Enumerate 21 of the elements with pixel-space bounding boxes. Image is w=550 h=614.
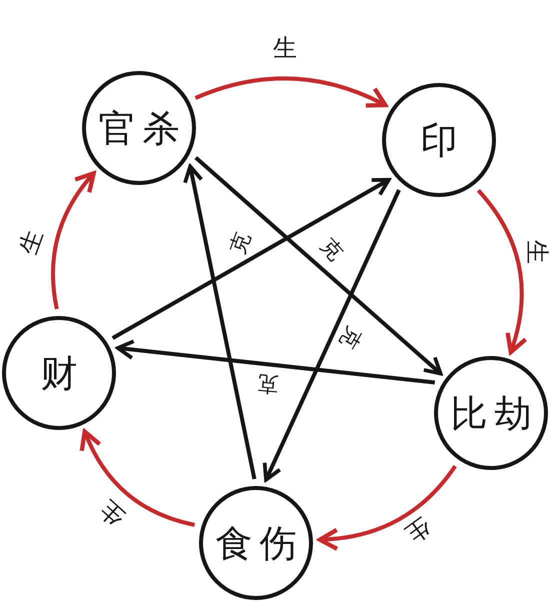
node-label: 比劫 bbox=[450, 394, 538, 432]
node-label: 印 bbox=[419, 122, 464, 158]
edge-label: 生 bbox=[273, 36, 297, 60]
edge-label: 克 bbox=[226, 230, 254, 256]
node-label: 财 bbox=[39, 354, 84, 392]
arrow bbox=[116, 339, 436, 384]
curved-arrow bbox=[80, 429, 196, 527]
curved-arrow bbox=[51, 171, 96, 310]
curved-arrow bbox=[476, 189, 528, 354]
arrow bbox=[194, 156, 442, 376]
node-label: 官杀 bbox=[98, 110, 186, 146]
edge-label: 生 bbox=[525, 240, 549, 264]
curved-arrow bbox=[194, 76, 388, 108]
arrow bbox=[262, 189, 401, 482]
edge-label: 克 bbox=[336, 322, 364, 352]
edge-label: 克 bbox=[256, 372, 280, 394]
curved-arrow bbox=[318, 464, 457, 550]
arrow bbox=[112, 178, 391, 340]
arrow bbox=[183, 164, 256, 480]
node-label: 食伤 bbox=[214, 524, 303, 562]
edge-label: 克 bbox=[316, 234, 346, 264]
